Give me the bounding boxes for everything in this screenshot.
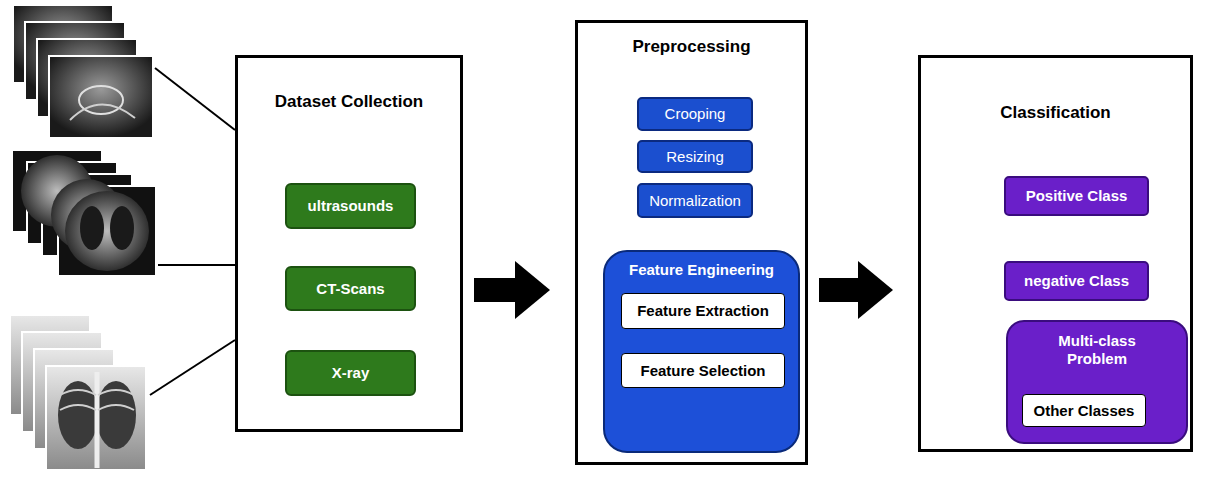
box-label: X-ray	[332, 364, 370, 382]
box-label: ultrasounds	[308, 197, 394, 215]
stage-title: Preprocessing	[578, 37, 805, 57]
box-label: Crooping	[665, 105, 726, 123]
stage-panel: ClassificationPositive Class negative Cla…	[918, 55, 1193, 452]
box-label: Resizing	[666, 148, 724, 166]
modality-box: CT-Scans	[285, 266, 416, 311]
stage-title: Classification	[921, 103, 1190, 123]
stage-panel: Dataset Collection ultrasoundsCT-ScansX-r…	[235, 55, 463, 432]
box-label: Positive Class	[1026, 187, 1128, 205]
step-box: Resizing	[637, 140, 753, 173]
group-box: Multi-class ProblemOther Classes	[1006, 320, 1188, 444]
box-label: Normalization	[649, 192, 741, 210]
group-box: Feature EngineeringFeature ExtractionFea…	[603, 250, 800, 453]
sub-box: Feature Selection	[621, 353, 785, 388]
class-box: negative Class	[1004, 261, 1149, 301]
box-label: Feature Selection	[640, 362, 765, 380]
box-label: Feature Extraction	[637, 302, 769, 320]
box-label: CT-Scans	[316, 280, 384, 298]
box-label: negative Class	[1024, 272, 1129, 290]
ultrasound-stack	[13, 5, 153, 138]
step-box: Crooping	[637, 97, 753, 131]
ct-scan-stack	[12, 150, 156, 276]
stage-panel: PreprocessingCroopingResizingNormalizati…	[575, 20, 808, 465]
step-box: Normalization	[637, 183, 753, 218]
box-label: Other Classes	[1034, 402, 1135, 420]
leader-line	[150, 68, 235, 395]
flow-arrow	[474, 278, 516, 302]
sub-box: Feature Extraction	[621, 293, 785, 329]
stage-title: Multi-class Problem	[1008, 332, 1186, 368]
stage-title: Dataset Collection	[238, 92, 460, 112]
modality-box: X-ray	[285, 350, 416, 396]
sub-box: Other Classes	[1022, 394, 1146, 427]
flow-arrow	[819, 278, 859, 302]
class-box: Positive Class	[1004, 176, 1149, 216]
x-ray-stack	[10, 315, 146, 470]
stage-title: Feature Engineering	[605, 261, 798, 279]
modality-box: ultrasounds	[285, 183, 416, 229]
